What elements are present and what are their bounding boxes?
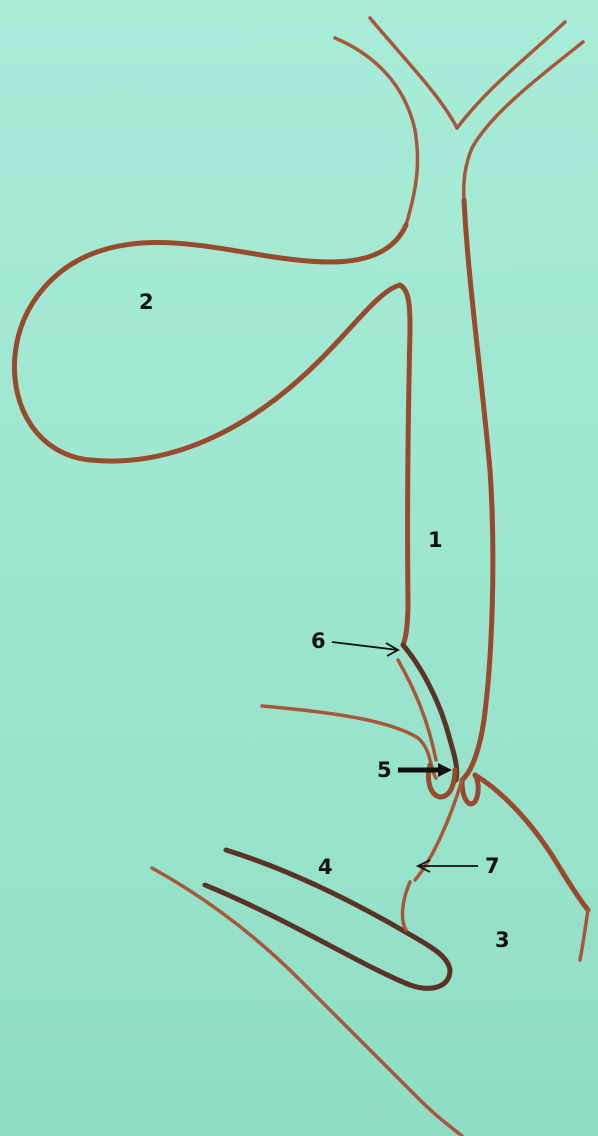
upper-lateral-duct <box>262 706 436 778</box>
right-hepatic-branch-inner <box>457 22 565 128</box>
label-2: 2 <box>139 292 154 313</box>
bile-duct-right-wall <box>462 200 493 780</box>
right-lower-limb-tail <box>580 910 588 960</box>
label-7: 7 <box>485 856 500 877</box>
label-4: 4 <box>318 857 333 878</box>
arrow-7 <box>418 860 478 872</box>
label-3: 3 <box>495 930 510 951</box>
left-hepatic-branch-inner <box>370 18 457 128</box>
bile-duct-left-wall <box>403 330 410 645</box>
duodenal-loop-inner <box>403 882 410 930</box>
label-5: 5 <box>377 760 392 781</box>
duodenum-right-wall <box>475 775 588 910</box>
lower-long-limb <box>152 868 462 1136</box>
left-hepatic-branch-outer <box>335 38 418 225</box>
gallbladder-outline <box>14 225 410 461</box>
pancreatic-duct-inner <box>398 660 436 760</box>
arrow-5 <box>398 763 452 777</box>
arrow-6 <box>332 642 398 656</box>
label-1: 1 <box>428 530 443 551</box>
right-hepatic-branch-outer <box>464 42 583 200</box>
label-6: 6 <box>311 631 326 652</box>
